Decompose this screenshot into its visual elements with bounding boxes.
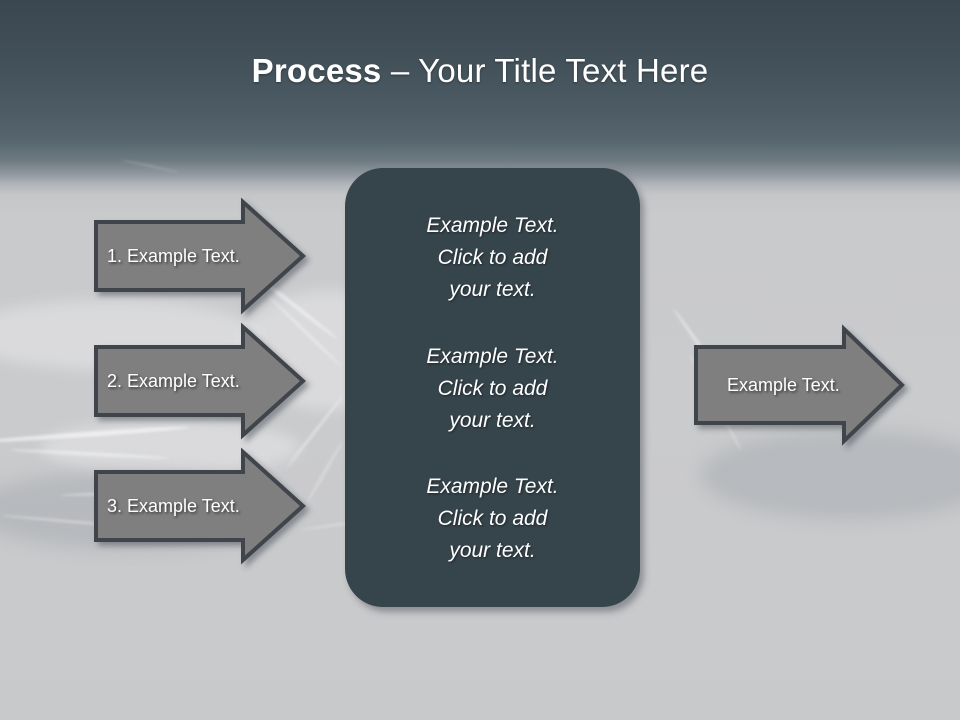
panel-text-line: Click to add	[437, 377, 548, 400]
right-arrow-icon	[94, 447, 306, 565]
panel-text-block[interactable]: Example Text. Click to add your text.	[363, 471, 622, 567]
right-arrow-icon	[694, 324, 905, 446]
panel-text-line: your text.	[449, 409, 536, 432]
process-arrow-left-1[interactable]: 1. Example Text.	[94, 197, 306, 315]
process-arrow-label: 3. Example Text.	[107, 496, 240, 516]
center-content-panel[interactable]: Example Text. Click to add your text. Ex…	[345, 168, 640, 607]
process-arrow-label: Example Text.	[727, 375, 840, 395]
panel-text-block[interactable]: Example Text. Click to add your text.	[363, 341, 622, 437]
page-title-rest: – Your Title Text Here	[381, 52, 709, 89]
process-arrow-left-3[interactable]: 3. Example Text.	[94, 447, 306, 565]
water-shadow-blob	[700, 430, 960, 520]
water-streak	[120, 158, 180, 174]
process-arrow-label: 2. Example Text.	[107, 371, 240, 391]
right-arrow-icon	[94, 322, 306, 440]
right-arrow-icon	[94, 197, 306, 315]
panel-text-line: Example Text.	[426, 475, 559, 498]
panel-text-line: Example Text.	[426, 214, 559, 237]
panel-text-block[interactable]: Example Text. Click to add your text.	[363, 210, 622, 306]
panel-text-line: your text.	[449, 539, 536, 562]
water-streak	[306, 440, 344, 503]
panel-text-line: Click to add	[437, 246, 548, 269]
process-arrow-output[interactable]: Example Text.	[694, 324, 906, 446]
panel-text-line: Click to add	[437, 507, 548, 530]
panel-text-line: Example Text.	[426, 345, 559, 368]
process-arrow-label: 1. Example Text.	[107, 246, 240, 266]
panel-text-line: your text.	[449, 278, 536, 301]
process-arrow-left-2[interactable]: 2. Example Text.	[94, 322, 306, 440]
page-title: Process – Your Title Text Here	[0, 50, 960, 92]
page-title-bold: Process	[251, 52, 382, 89]
